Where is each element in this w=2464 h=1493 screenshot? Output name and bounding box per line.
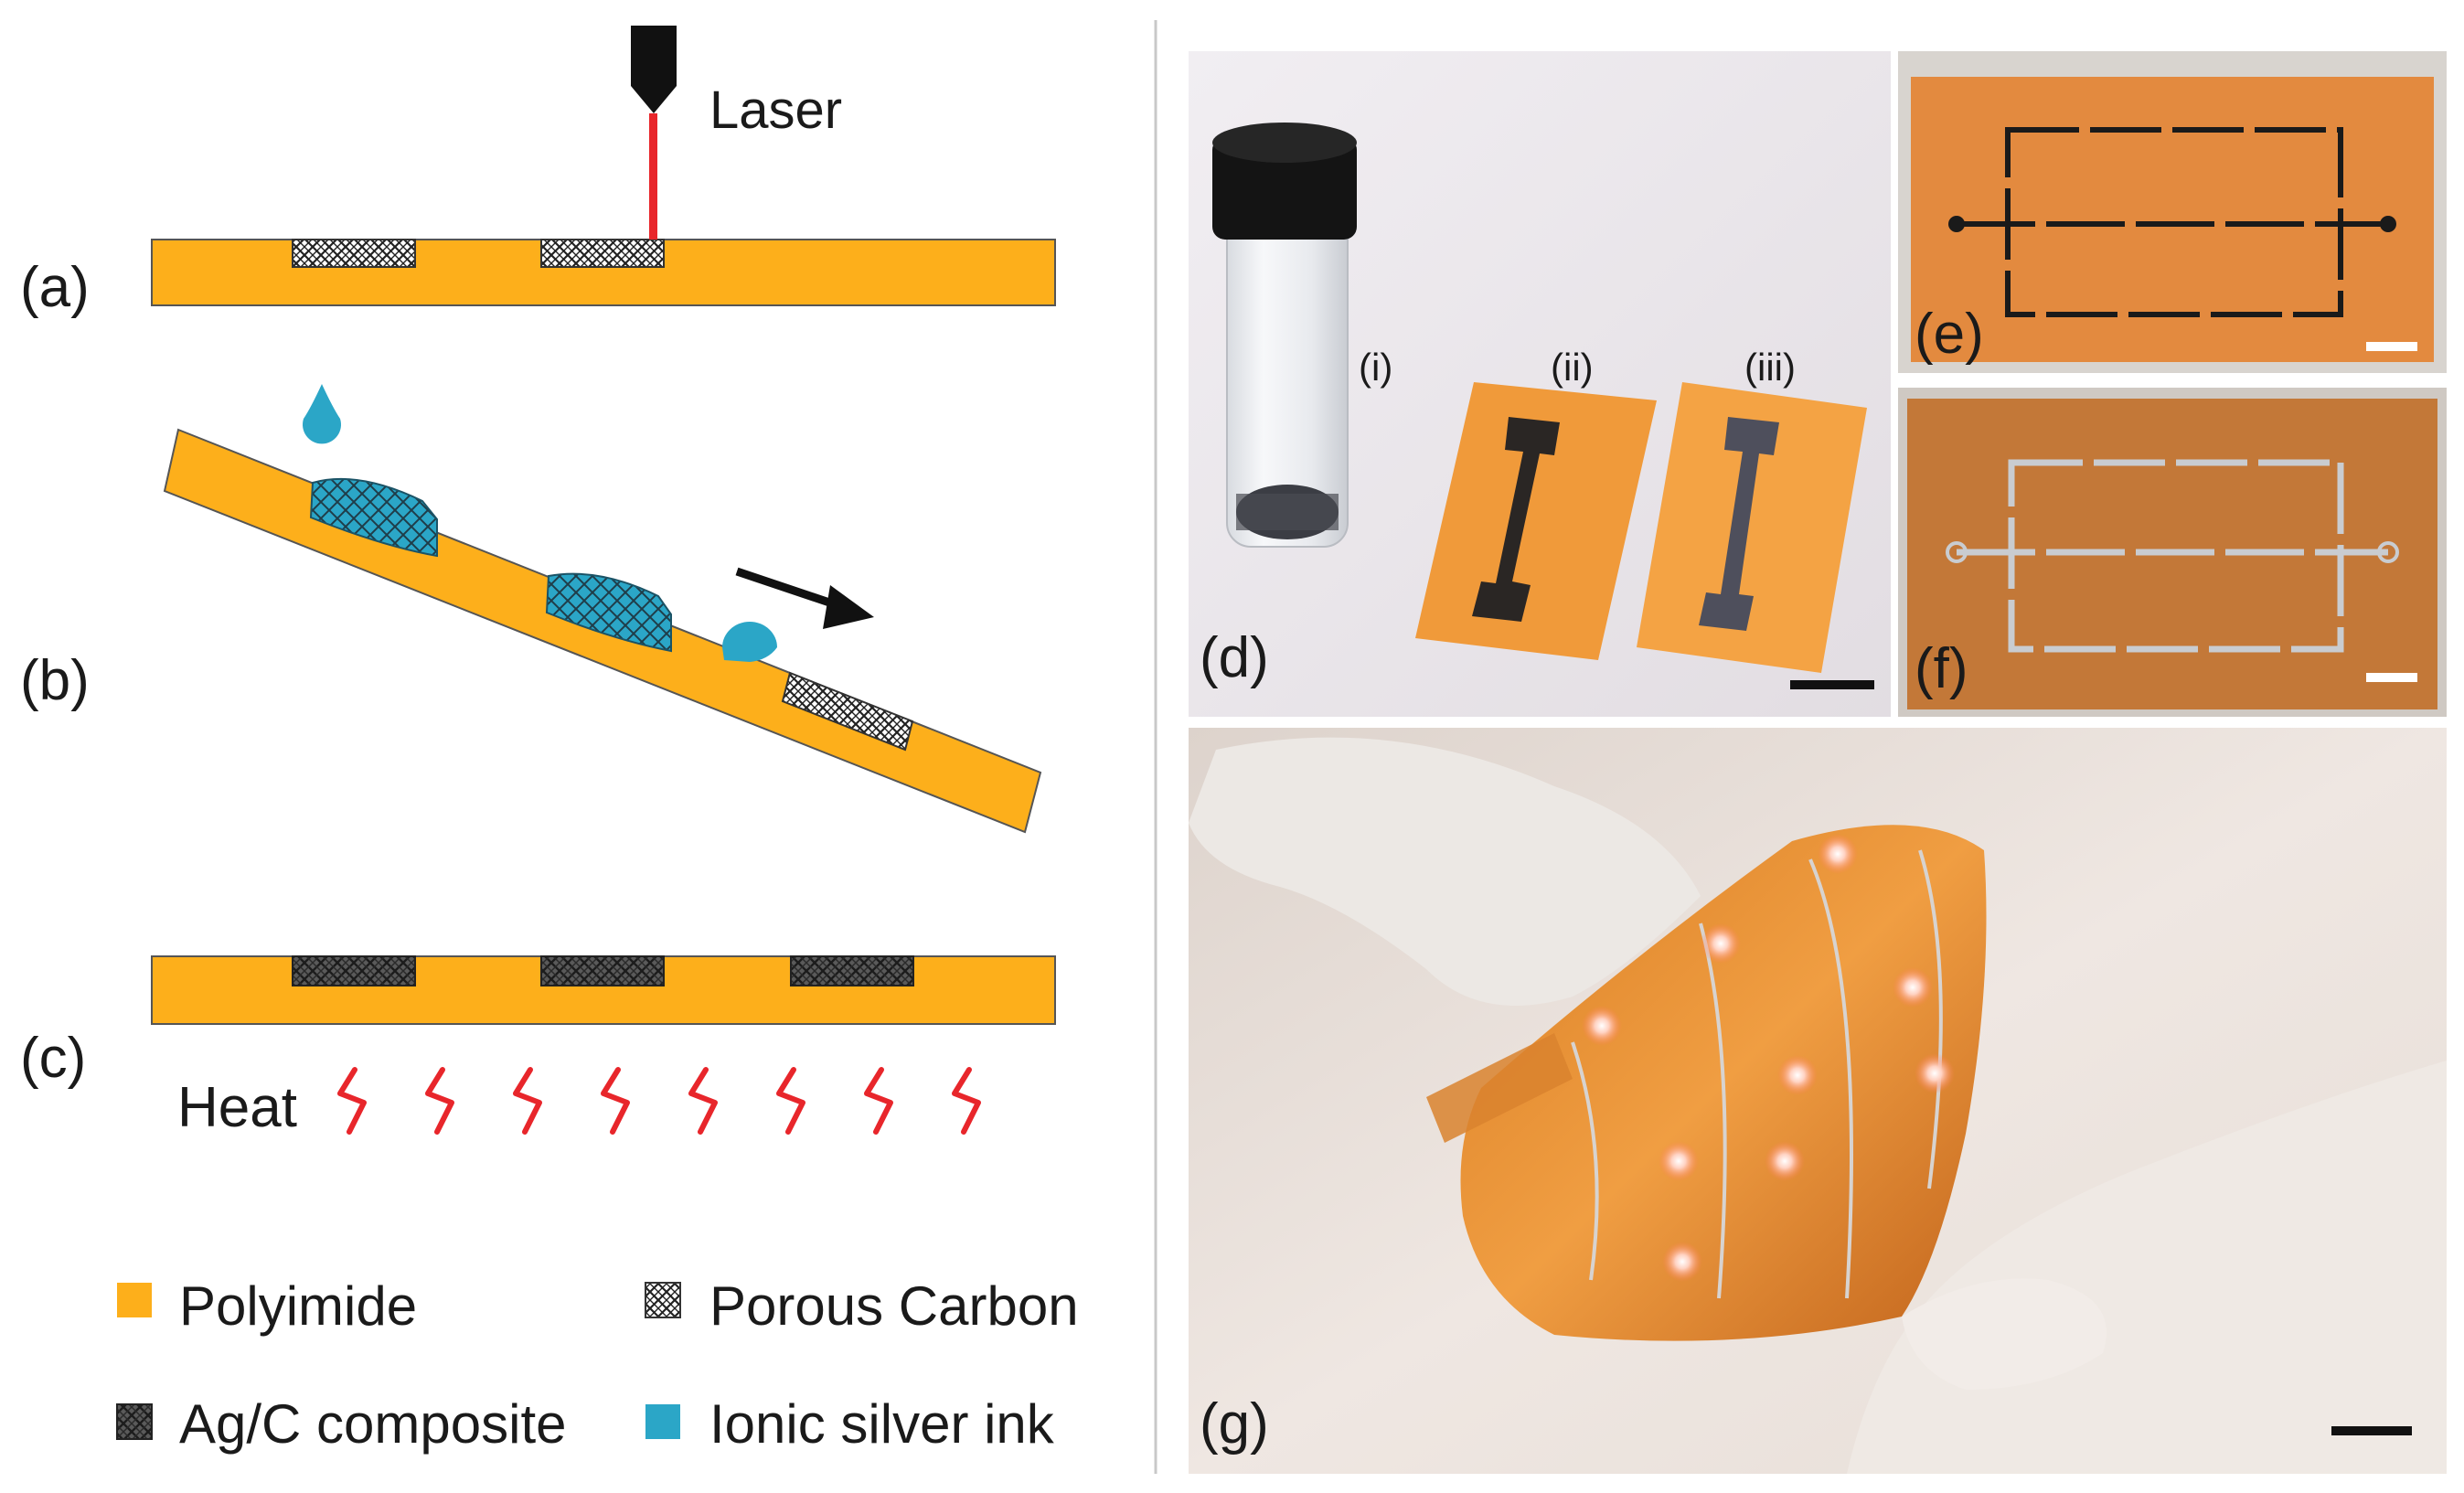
ink-droplet-rolling [722,622,777,662]
heat-label: Heat [177,1076,297,1139]
panel-label-a: (a) [20,256,90,319]
laser-beam [649,113,657,240]
legend-polyimide: Polyimide [179,1275,417,1337]
panel-e-photo: (e) [1898,51,2447,373]
heat-wave-icon [864,1067,893,1135]
scale-bar-g [2331,1426,2412,1435]
panel-label-f: (f) [1915,637,1968,700]
legend-ionic-silver-ink: Ionic silver ink [709,1393,1055,1455]
silver-traces [1571,849,1943,1299]
ionic-ink-swatch [645,1404,680,1439]
sample-label-iii: (iii) [1744,346,1796,389]
kapton-film-edge [1426,1033,1573,1143]
laser-label: Laser [709,80,842,140]
ink-coated-carbon-b2 [545,572,672,653]
heat-wave-icon [952,1067,981,1135]
panel-b: (b) [20,384,1042,834]
panel-g-photo: (g) [1189,728,2447,1474]
legend-porous-carbon: Porous Carbon [709,1275,1079,1337]
arrow-head-icon [823,585,874,629]
laser-head-icon [631,26,677,113]
legend: Polyimide Porous Carbon Ag/C composite I… [116,1275,1079,1455]
porous-carbon-a1 [292,239,416,268]
panel-a: (a) Laser [20,26,1056,319]
ink-droplet-falling [303,384,341,444]
legend-ag-c-composite: Ag/C composite [179,1393,567,1455]
scale-bar-e [2366,342,2417,351]
heat-wave-icon [337,1067,367,1135]
panel-label-b: (b) [20,649,90,712]
ink-coated-carbon-b1 [309,478,438,558]
composite-c1 [292,955,416,986]
led-lights [1582,834,1955,1282]
heat-wave-icon [776,1067,805,1135]
composite-c2 [540,955,665,986]
schematic: (a) Laser (b) (c) [20,26,1079,1455]
sample-iii [1637,382,1867,673]
circuit-pattern-f [1957,459,2388,653]
photos: (i) (ii) (iii) (d) (e) [1189,51,2447,1474]
heat-wave-icon [425,1067,454,1135]
porous-carbon-b3 [781,671,914,752]
porous-carbon-a2 [540,239,665,268]
porous-carbon-swatch [645,1282,681,1318]
panel-c: (c) Heat [20,955,1056,1139]
heat-wave-icon [688,1067,718,1135]
panel-label-c: (c) [20,1027,86,1090]
scale-bar-f [2366,673,2417,682]
sample-label-i: (i) [1359,346,1392,389]
panel-label-d: (d) [1200,626,1269,689]
glove-fingers [1902,1278,2107,1390]
ink-vial [1212,123,1357,548]
heat-wave-icon [601,1067,630,1135]
panel-label-g: (g) [1200,1392,1269,1456]
sample-ii [1415,382,1657,660]
heat-waves [337,1067,981,1135]
composite-swatch [116,1403,153,1440]
panel-d-photo: (i) (ii) (iii) (d) [1189,51,1891,717]
sample-label-ii: (ii) [1551,346,1594,389]
scale-bar-d [1790,680,1874,689]
polyimide-swatch [117,1283,152,1317]
panel-label-e: (e) [1915,303,1984,366]
composite-c3 [790,955,914,986]
circuit-pattern-e [1957,127,2388,317]
glove-top [1189,737,1701,1006]
panel-f-photo: (f) [1898,388,2447,717]
heat-wave-icon [513,1067,542,1135]
